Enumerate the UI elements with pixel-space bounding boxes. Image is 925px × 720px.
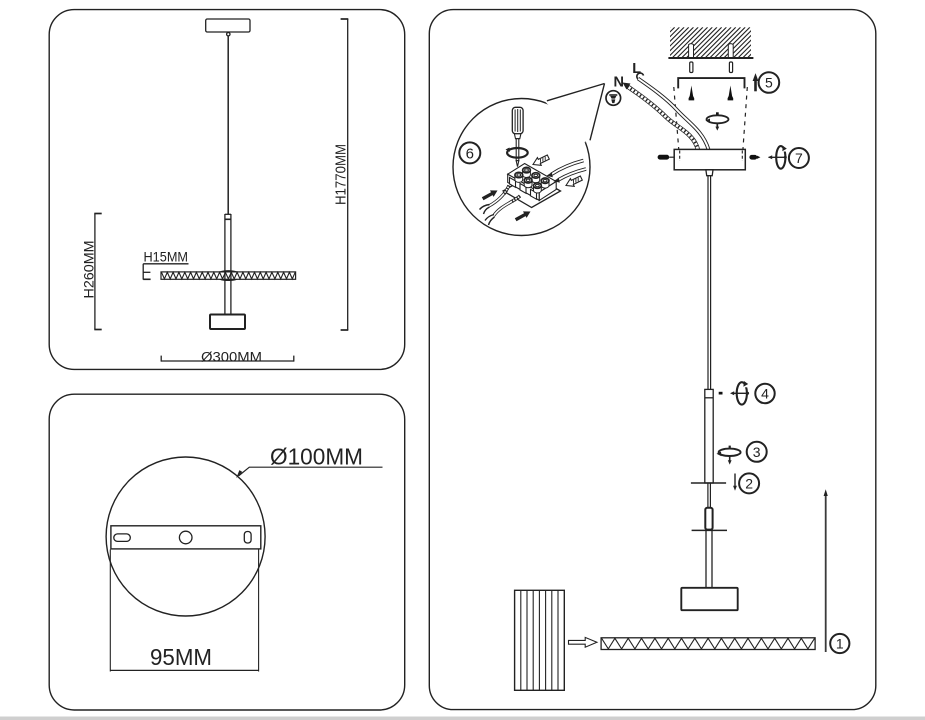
svg-text:5: 5 — [765, 75, 773, 91]
svg-text:H260MM: H260MM — [81, 241, 97, 299]
svg-text:H1770MM: H1770MM — [333, 144, 350, 205]
svg-text:Ø300MM: Ø300MM — [201, 349, 262, 364]
svg-text:H15MM: H15MM — [144, 248, 189, 264]
svg-text:95MM: 95MM — [150, 644, 212, 670]
svg-text:N: N — [614, 74, 624, 90]
svg-text:L: L — [632, 61, 641, 77]
svg-text:4: 4 — [761, 386, 769, 402]
svg-text:1: 1 — [836, 636, 844, 652]
svg-text:3: 3 — [753, 444, 761, 460]
svg-text:Ø100MM: Ø100MM — [270, 444, 363, 470]
svg-text:7: 7 — [795, 150, 803, 166]
svg-text:2: 2 — [745, 475, 753, 491]
svg-text:6: 6 — [466, 145, 474, 162]
